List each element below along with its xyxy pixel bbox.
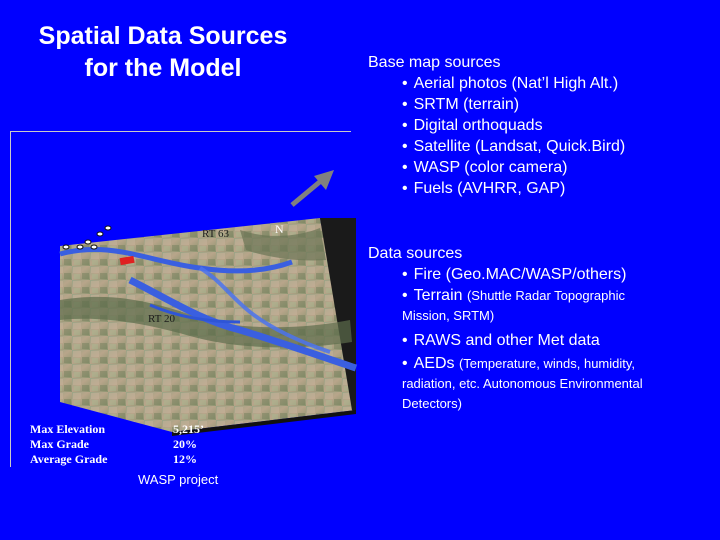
stat-value: 5,215’: [173, 422, 204, 436]
list-item: •WASP (color camera): [402, 159, 568, 176]
bullet: •: [402, 287, 408, 304]
north-arrow-icon: [290, 170, 334, 207]
bullet: •: [402, 180, 408, 197]
stat-label: Average Grade: [30, 452, 108, 466]
stat-value: 12%: [173, 452, 197, 466]
bullet: •: [402, 117, 408, 134]
data-sources: Data sources •Fire (Geo.MAC/WASP/others)…: [368, 243, 643, 414]
route-63-label: RT 63: [202, 228, 229, 240]
bullet: •: [402, 355, 408, 372]
route-20-label: RT 20: [148, 313, 175, 325]
bullet: •: [402, 159, 408, 176]
list-item: •SRTM (terrain): [402, 96, 520, 113]
data-sources-heading: Data sources: [368, 245, 463, 262]
bullet: •: [402, 266, 408, 283]
list-item: •Satellite (Landsat, Quick.Bird): [402, 138, 626, 155]
terrain-stat-labels: Max Elevation Max Grade Average Grade: [30, 422, 107, 467]
list-item: •Fuels (AVHRR, GAP): [402, 180, 566, 197]
list-item-continuation: Detectors): [402, 396, 462, 411]
bullet: •: [402, 96, 408, 113]
list-item: •AEDs (Temperature, winds, humidity,: [402, 355, 636, 372]
title-line-1: Spatial Data Sources: [38, 22, 288, 50]
base-map-sources: Base map sources •Aerial photos (Nat’l H…: [368, 52, 625, 199]
slide-title: Spatial Data Sources for the Model: [18, 20, 308, 84]
terrain-stat-values: 5,215’ 20% 12%: [173, 422, 204, 467]
map-frame: [10, 131, 351, 467]
north-label: N: [275, 222, 284, 236]
bullet: •: [402, 138, 408, 155]
list-item-continuation: radiation, etc. Autonomous Environmental: [402, 376, 643, 391]
stat-label: Max Grade: [30, 437, 89, 451]
fire-marker: [119, 255, 135, 266]
list-item: •Terrain (Shuttle Radar Topographic: [402, 287, 625, 304]
list-item: •Aerial photos (Nat’l High Alt.): [402, 75, 619, 92]
river: [59, 246, 293, 274]
station-markers: [62, 225, 112, 250]
title-line-2: for the Model: [84, 54, 242, 82]
bullet: •: [402, 332, 408, 349]
bullet: •: [402, 75, 408, 92]
list-item: •Fire (Geo.MAC/WASP/others): [402, 266, 627, 283]
list-item: •Digital orthoquads: [402, 117, 543, 134]
base-map-heading: Base map sources: [368, 54, 501, 71]
image-credit: WASP project: [138, 472, 219, 487]
stat-value: 20%: [173, 437, 197, 451]
list-item: •RAWS and other Met data: [402, 332, 600, 349]
stat-label: Max Elevation: [30, 422, 105, 436]
list-item-continuation: Mission, SRTM): [402, 308, 495, 323]
